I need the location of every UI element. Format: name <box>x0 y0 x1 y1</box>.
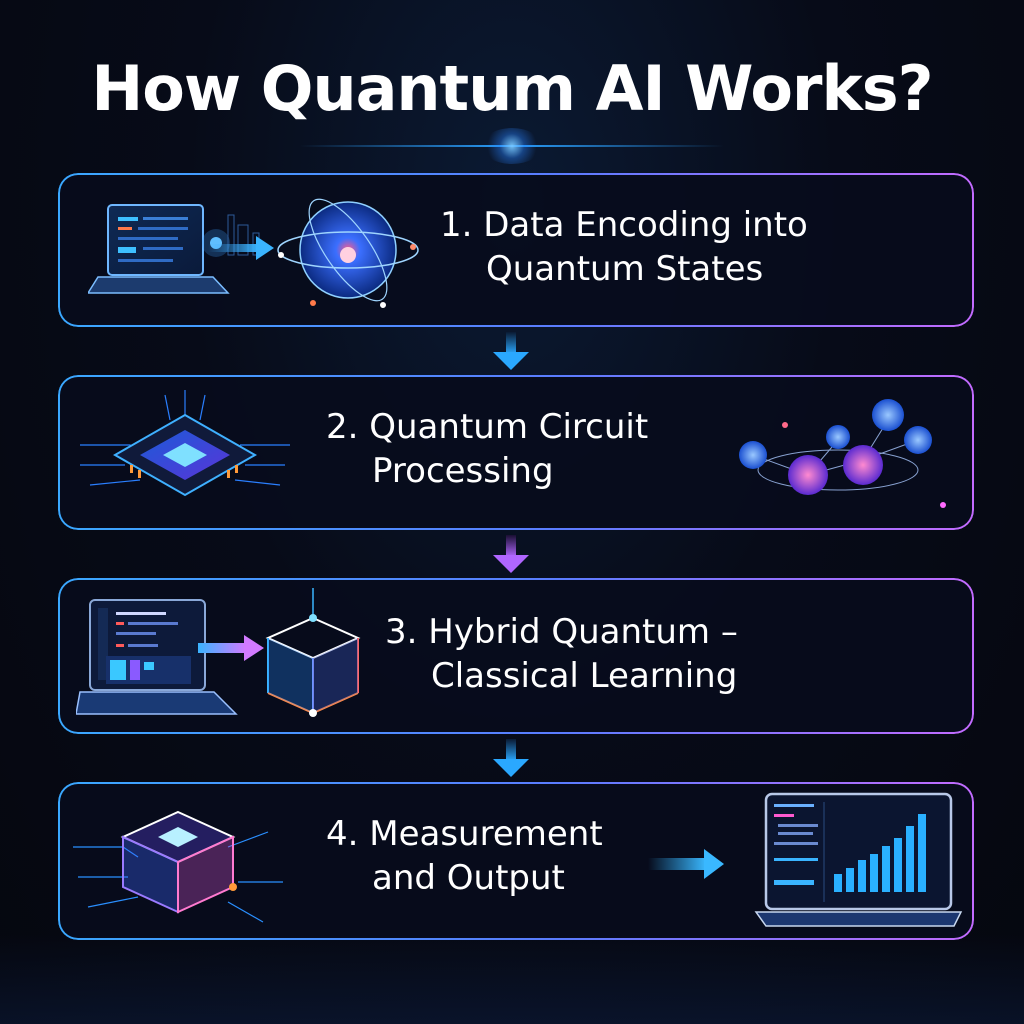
arrow-down-icon <box>493 555 529 573</box>
quantum-chip-icon <box>80 390 290 497</box>
step-card-2: 2. Quantum Circuit Processing <box>58 375 974 530</box>
connector-arrow-1 <box>493 332 529 372</box>
step-3-line-1: 3. Hybrid Quantum – <box>385 612 738 652</box>
quantum-cube-icon <box>265 588 361 717</box>
step-card-4: 4. Measurement and Output <box>58 782 974 940</box>
arrow-right-icon <box>648 849 724 879</box>
connector-arrow-3 <box>493 739 529 779</box>
qubit-network-icon <box>739 399 946 508</box>
background-floor <box>0 934 1024 1024</box>
connector-arrow-2 <box>493 535 529 575</box>
step-1-line-1: 1. Data Encoding into <box>440 205 808 245</box>
step-2-line-1: 2. Quantum Circuit <box>326 407 649 447</box>
laptop-icon <box>76 599 238 715</box>
step-1-label: 1. Data Encoding into Quantum States <box>440 203 808 291</box>
step-3-label: 3. Hybrid Quantum – Classical Learning <box>385 610 738 698</box>
step-3-line-2: Classical Learning <box>431 656 738 696</box>
arrow-right-icon <box>208 236 274 260</box>
arrow-right-icon <box>198 635 264 661</box>
quantum-processor-icon <box>73 810 283 923</box>
page-title: How Quantum AI Works? <box>91 52 933 125</box>
laptop-icon <box>88 204 260 294</box>
step-card-3: 3. Hybrid Quantum – Classical Learning <box>58 578 974 734</box>
step-4-line-2: and Output <box>372 858 565 898</box>
laptop-chart-icon <box>754 792 963 927</box>
quantum-sphere-icon <box>277 198 419 308</box>
title-glow <box>482 128 542 164</box>
step-2-line-2: Processing <box>372 451 554 491</box>
step-4-label: 4. Measurement and Output <box>326 812 603 900</box>
step-2-label: 2. Quantum Circuit Processing <box>326 405 648 493</box>
arrow-down-icon <box>493 352 529 370</box>
step-card-1: 1. Data Encoding into Quantum States <box>58 173 974 327</box>
step-1-line-2: Quantum States <box>486 249 764 289</box>
step-4-line-1: 4. Measurement <box>326 814 603 854</box>
arrow-down-icon <box>493 759 529 777</box>
